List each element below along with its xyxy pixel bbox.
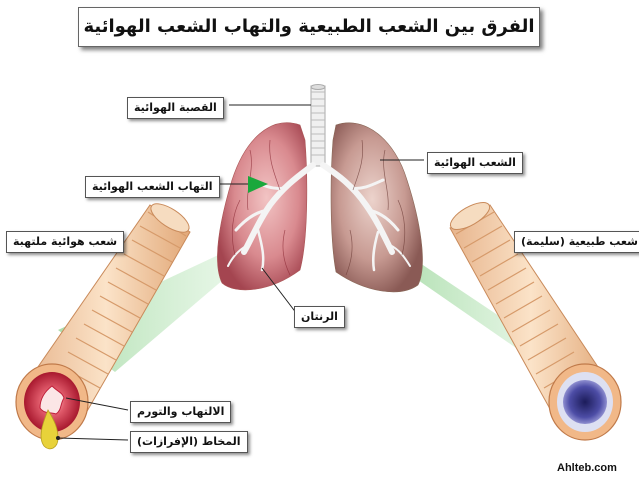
- label-bronchitis: التهاب الشعب الهوائية: [85, 176, 220, 198]
- left-lung-inflamed: [217, 122, 308, 291]
- label-inflamed-bronchus: شعب هوائية ملتهبة: [6, 231, 125, 253]
- page-title: الفرق بين الشعب الطبيعية والتهاب الشعب ا…: [78, 7, 540, 47]
- normal-bronchus-tube: [449, 202, 622, 441]
- label-bronchi: الشعب الهوائية: [427, 152, 523, 174]
- right-lung-normal: [330, 122, 423, 293]
- leader-wheezing-left: [261, 267, 301, 319]
- label-trachea: القصبة الهوائية: [127, 97, 224, 119]
- green-triangle-pointer-icon: [248, 176, 268, 193]
- label-inflammation-swelling: الالتهاب والتورم: [130, 401, 232, 423]
- label-mucus: المخاط (الإفرازات): [130, 431, 248, 453]
- leader-mucus: [57, 437, 129, 441]
- left-bronchial-tree: [227, 162, 316, 272]
- inflamed-bronchus-tube: [15, 203, 191, 441]
- watermark: Ahlteb.com: [557, 462, 617, 474]
- trachea: [310, 85, 326, 167]
- label-wheezing: الرنتان: [294, 306, 345, 328]
- leader-inflammation: [65, 397, 129, 411]
- mucus-drop: [40, 409, 59, 450]
- label-normal-bronchus: شعب طبيعية (سليمة): [514, 231, 639, 253]
